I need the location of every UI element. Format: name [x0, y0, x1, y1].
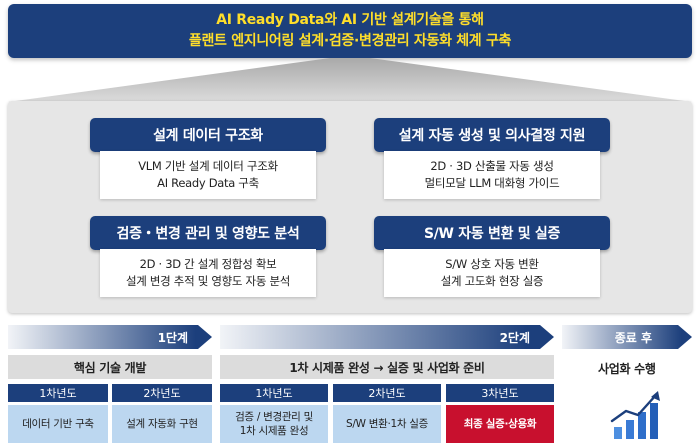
- task-final-commercialization: 최종 실증·상용화: [446, 405, 554, 443]
- card-title-data-structuring: 설계 데이터 구조화: [90, 118, 326, 152]
- card-body-data-structuring: VLM 기반 설계 데이터 구조화 AI Ready Data 구축: [100, 151, 316, 199]
- task-line: S/W 변환·1차 실증: [346, 418, 428, 430]
- phase-2-year-3: 3차년도: [446, 384, 554, 402]
- post-project-arrow: 종료 후: [562, 325, 692, 349]
- card-line: 2D · 3D 간 설계 정합성 확보: [139, 257, 277, 271]
- headline-line-2: 플랜트 엔지니어링 설계·검증·변경관리 자동화 체계 구축: [188, 33, 512, 49]
- post-project-label: 종료 후: [614, 330, 652, 345]
- card-body-verification: 2D · 3D 간 설계 정합성 확보 설계 변경 추적 및 영향도 자동 분석: [100, 249, 316, 297]
- task-line: 데이터 기반 구축: [22, 418, 94, 430]
- task-sw-conversion: S/W 변환·1차 실증: [333, 405, 441, 443]
- commercialization-title: 사업화 수행: [598, 362, 656, 376]
- card-line: 설계 변경 추적 및 영향도 자동 분석: [125, 274, 291, 288]
- funnel-connector: [8, 58, 692, 102]
- phase-1-arrow: 1단계: [8, 325, 212, 349]
- task-line: 검증 / 변경관리 및: [235, 411, 313, 423]
- task-line: 1차 시제품 완성: [239, 425, 309, 437]
- task-verification-prototype: 검증 / 변경관리 및 1차 시제품 완성: [220, 405, 328, 443]
- phase-1-year-1: 1차년도: [8, 384, 108, 402]
- phase-1-title: 핵심 기술 개발: [8, 355, 212, 379]
- phase-2-label: 2단계: [499, 330, 530, 345]
- card-line: 2D · 3D 산출물 자동 생성: [430, 159, 554, 173]
- phase-1-year-2: 2차년도: [112, 384, 212, 402]
- card-title-sw-conversion: S/W 자동 변환 및 실증: [374, 216, 610, 250]
- task-line: 최종 실증·상용화: [463, 418, 537, 430]
- task-design-automation: 설계 자동화 구현: [112, 405, 212, 443]
- phase-2-title: 1차 시제품 완성 → 실증 및 사업화 준비: [220, 355, 554, 379]
- card-line: VLM 기반 설계 데이터 구조화: [138, 159, 278, 173]
- card-body-sw-conversion: S/W 상호 자동 변환 설계 고도화 현장 실증: [384, 249, 600, 297]
- task-line: 설계 자동화 구현: [126, 418, 198, 430]
- card-line: 멀티모달 LLM 대화형 가이드: [424, 176, 560, 190]
- headline-banner: AI Ready Data와 AI 기반 설계기술을 통해 플랜트 엔지니어링 …: [8, 4, 692, 58]
- phase-2-arrow: 2단계: [220, 325, 554, 349]
- phase-2-year-1: 1차년도: [220, 384, 328, 402]
- task-data-foundation: 데이터 기반 구축: [8, 405, 108, 443]
- card-line: AI Ready Data 구축: [157, 176, 259, 190]
- card-line: 설계 고도화 현장 실증: [440, 274, 544, 288]
- card-body-design-generation: 2D · 3D 산출물 자동 생성 멀티모달 LLM 대화형 가이드: [384, 151, 600, 199]
- card-title-verification: 검증・변경 관리 및 영향도 분석: [90, 216, 326, 250]
- card-line: S/W 상호 자동 변환: [445, 257, 539, 271]
- card-title-design-generation: 설계 자동 생성 및 의사결정 지원: [374, 118, 610, 152]
- headline-line-1: AI Ready Data와 AI 기반 설계기술을 통해: [216, 12, 484, 28]
- solution-panel: 설계 데이터 구조화 VLM 기반 설계 데이터 구조화 AI Ready Da…: [8, 101, 692, 313]
- growth-chart-icon: [610, 391, 660, 439]
- phase-1-label: 1단계: [157, 330, 188, 345]
- phase-2-year-2: 2차년도: [333, 384, 441, 402]
